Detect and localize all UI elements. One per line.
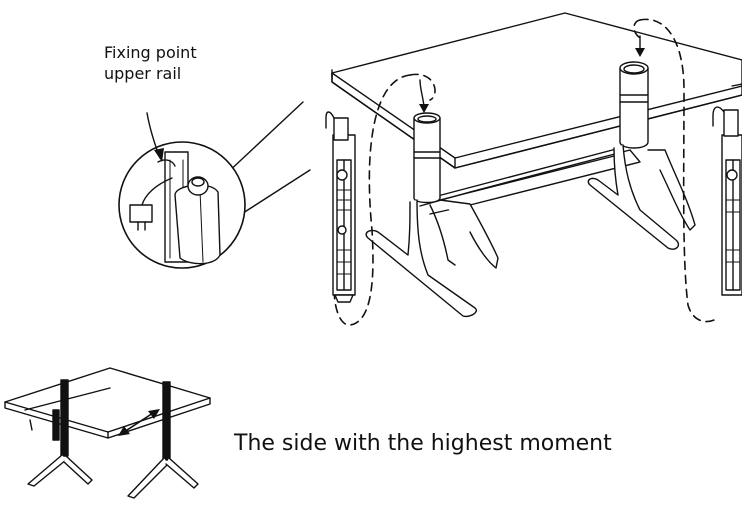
detail-magnifier-circle — [118, 101, 311, 269]
double-arrow-icon — [118, 409, 160, 436]
desk-main-illustration — [325, 12, 742, 326]
highest-moment-caption: The side with the highest moment — [234, 431, 612, 456]
small-desk-illustration — [4, 367, 211, 499]
actuator-rail-right — [712, 106, 742, 296]
actuator-rail — [325, 111, 356, 303]
insert-arrow-icon — [419, 35, 645, 113]
fixing-point-label: Fixing point upper rail — [104, 43, 197, 83]
